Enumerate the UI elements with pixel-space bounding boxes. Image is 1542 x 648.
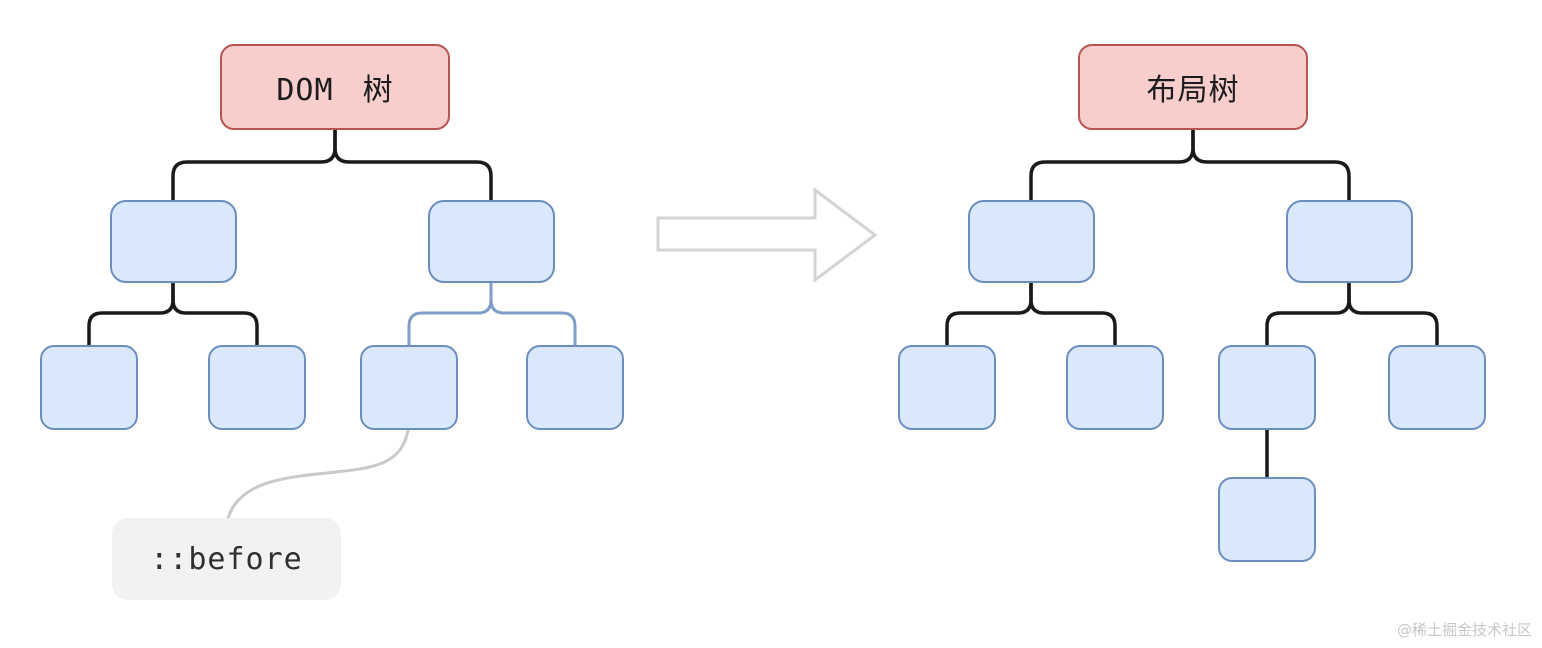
dom-tree-root: DOM 树 bbox=[220, 44, 450, 130]
connector-dom-rightbranch-to-leaf4 bbox=[489, 281, 577, 347]
connector-before-callout bbox=[226, 428, 410, 520]
connector-dom-leftbranch-to-leaf2 bbox=[171, 281, 259, 347]
dom-tree-branch-left bbox=[110, 200, 237, 283]
dom-tree-leaf-4 bbox=[526, 345, 624, 430]
dom-tree-leaf-1 bbox=[40, 345, 138, 430]
layout-tree-leaf-2 bbox=[1066, 345, 1164, 430]
before-pseudo-element-callout: ::before bbox=[112, 518, 341, 600]
connector-layout-rightbranch-to-leaf3 bbox=[1265, 281, 1351, 347]
connector-layout-root-to-right-branch bbox=[1191, 128, 1351, 202]
layout-tree-leaf-4 bbox=[1388, 345, 1486, 430]
layout-tree-branch-right bbox=[1286, 200, 1413, 283]
watermark: @稀土掘金技术社区 bbox=[1396, 621, 1532, 639]
connector-dom-leftbranch-to-leaf1 bbox=[87, 281, 175, 347]
layout-tree-root: 布局树 bbox=[1078, 44, 1308, 130]
layout-tree-root-label: 布局树 bbox=[1146, 73, 1240, 108]
layout-tree-generated-node bbox=[1218, 477, 1316, 562]
layout-tree-leaf-3 bbox=[1218, 345, 1316, 430]
layout-tree-branch-left bbox=[968, 200, 1095, 283]
connector-layout-root-to-left-branch bbox=[1029, 128, 1195, 202]
layout-tree-leaf-1 bbox=[898, 345, 996, 430]
connector-dom-root-to-right-branch bbox=[333, 128, 493, 202]
dom-tree-root-label: DOM 树 bbox=[276, 73, 394, 108]
dom-tree-branch-right bbox=[428, 200, 555, 283]
connector-dom-rightbranch-to-leaf3 bbox=[407, 281, 493, 347]
transform-arrow-icon bbox=[656, 187, 878, 283]
connector-layout-leftbranch-to-leaf2 bbox=[1029, 281, 1117, 347]
connector-layout-rightbranch-to-leaf4 bbox=[1347, 281, 1439, 347]
connector-layout-leftbranch-to-leaf1 bbox=[945, 281, 1033, 347]
connector-dom-root-to-left-branch bbox=[171, 128, 337, 202]
dom-tree-leaf-3 bbox=[360, 345, 458, 430]
before-callout-label: ::before bbox=[150, 541, 303, 577]
dom-tree-leaf-2 bbox=[208, 345, 306, 430]
